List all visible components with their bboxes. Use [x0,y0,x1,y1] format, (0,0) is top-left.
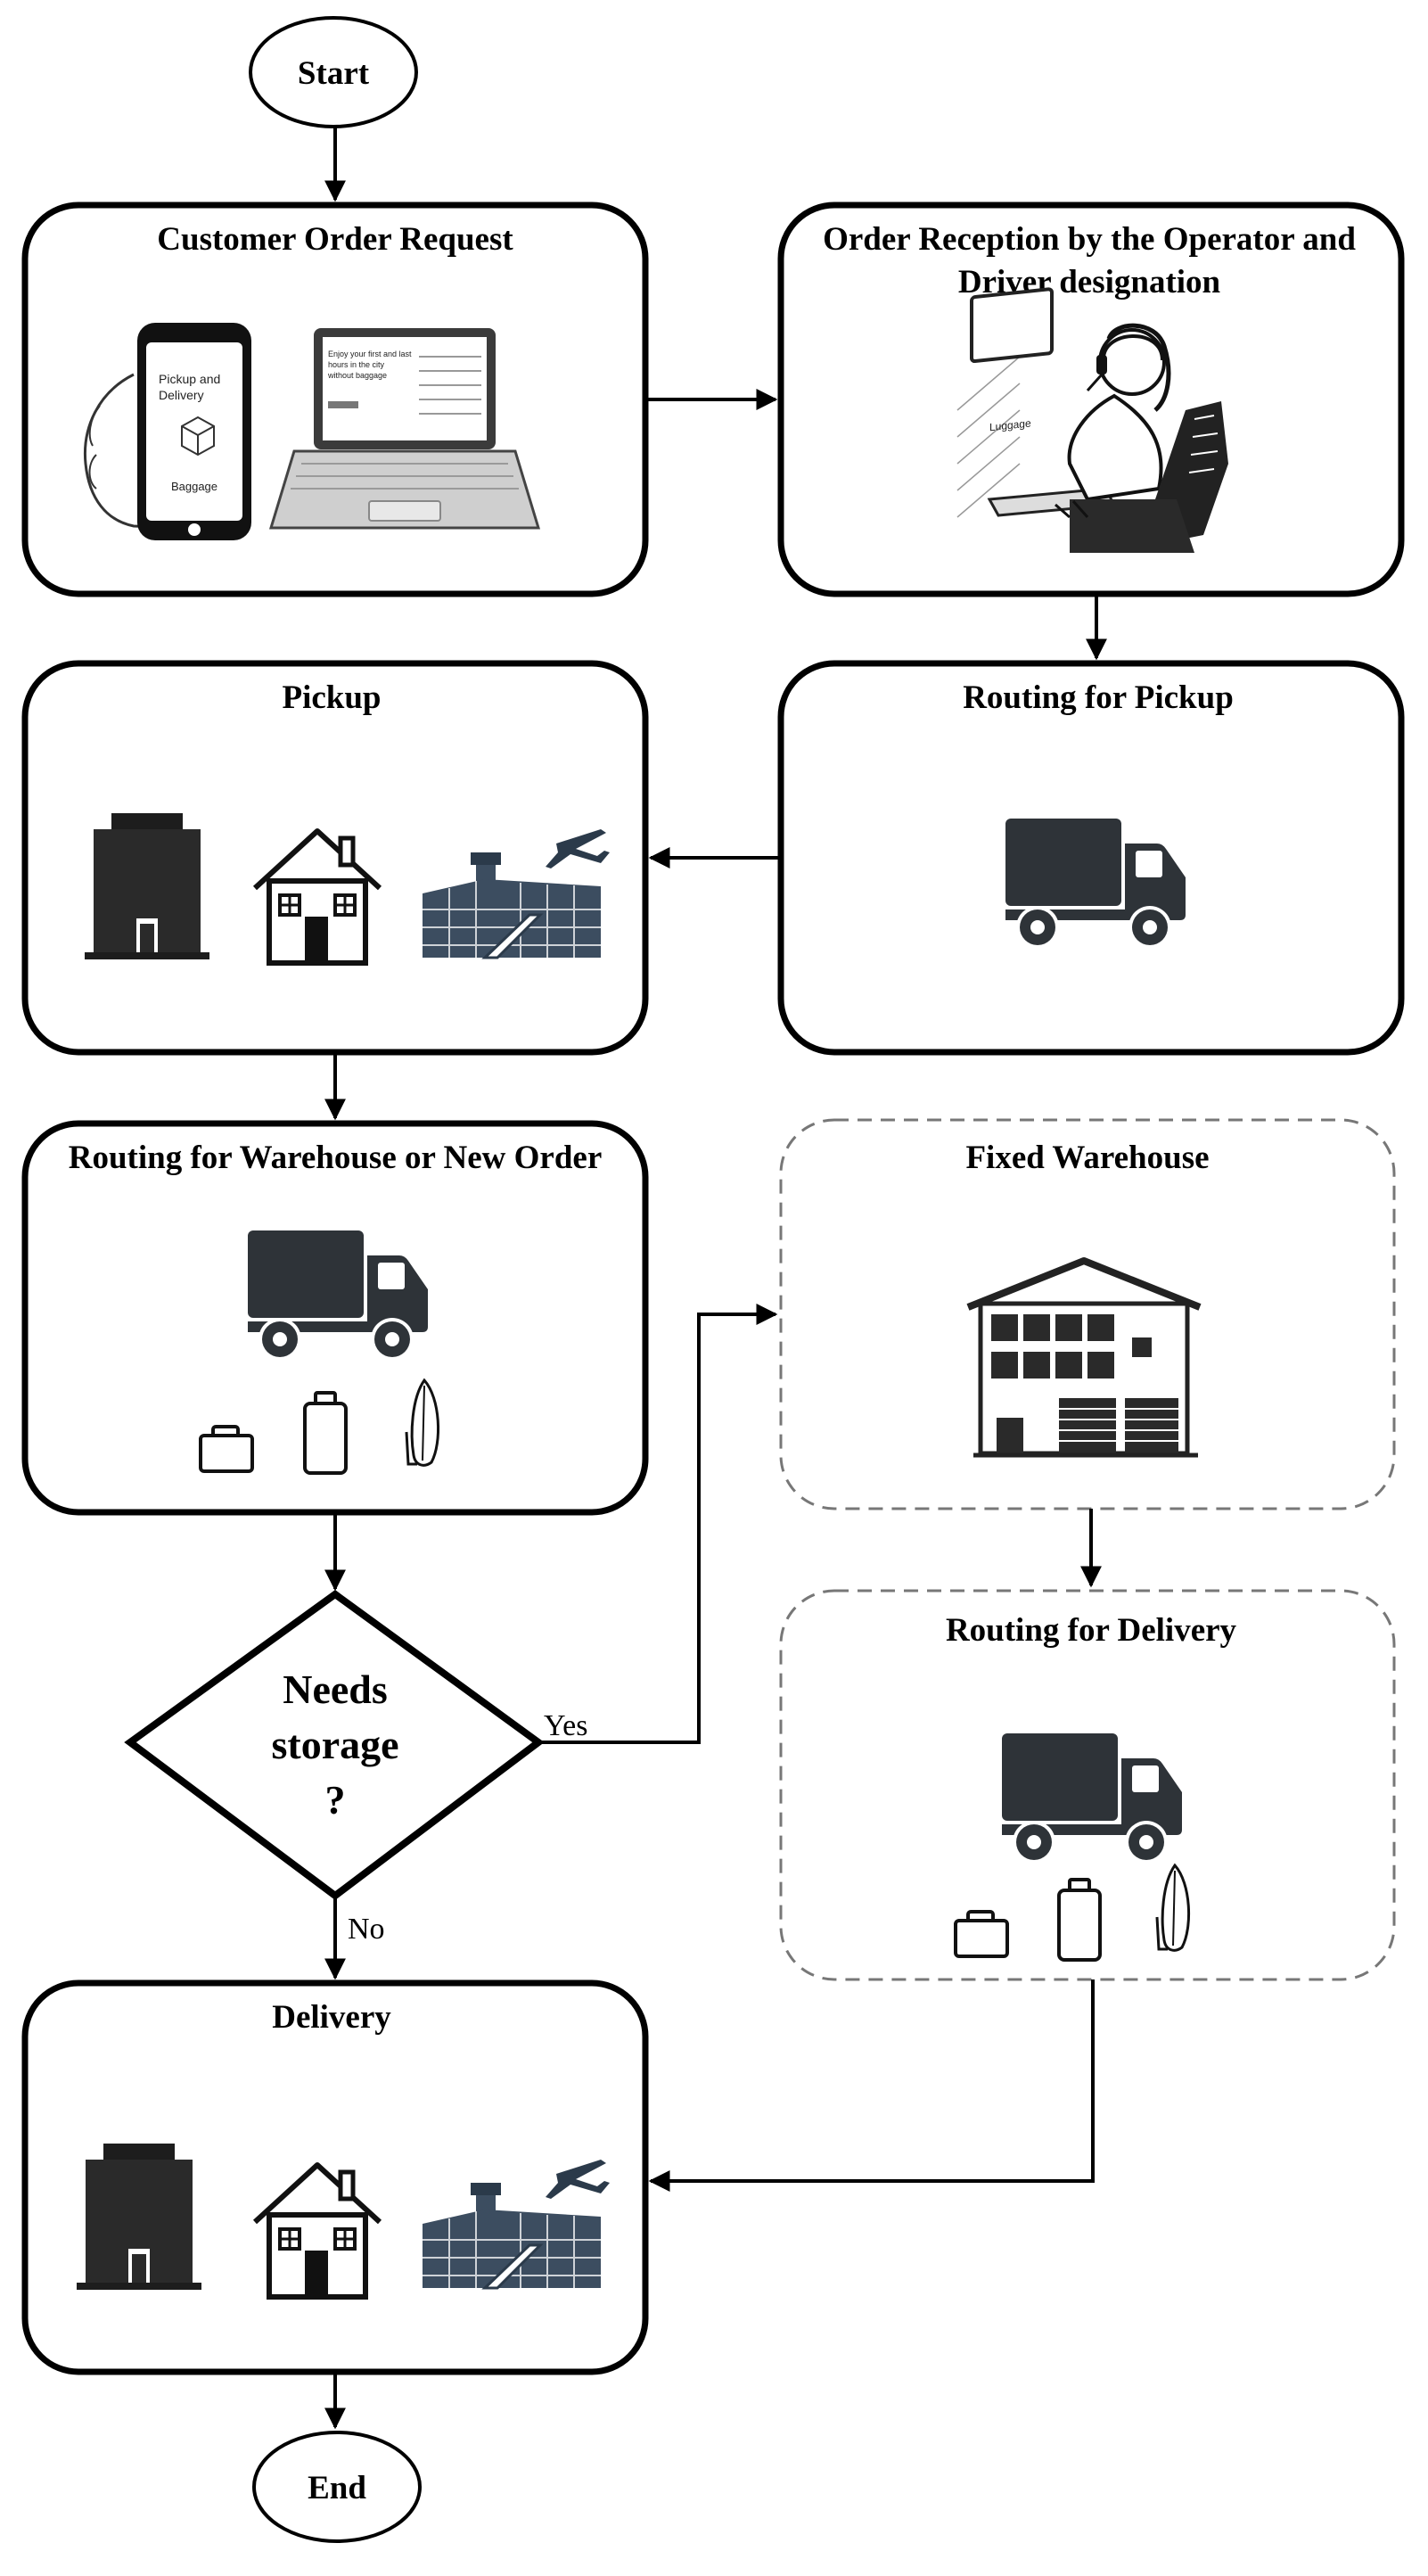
routing-pickup-box: Routing for Pickup [777,660,1405,1056]
decision-text-1: Needs [283,1667,388,1712]
start-label: Start [298,55,370,92]
end-label: End [308,2470,366,2506]
customer-order-box: Customer Order Request Pickup and Delive… [21,202,649,597]
yes-label: Yes [544,1709,587,1742]
suitcase-icon [303,1391,348,1475]
hotel-building-icon [85,813,209,959]
order-reception-title-1: Order Reception by the Operator and [823,221,1356,258]
customer-order-title: Customer Order Request [157,221,513,258]
decision-text-2: storage [271,1722,398,1767]
laptop-text-3: without baggage [327,371,387,380]
delivery-title: Delivery [272,1999,391,2036]
order-reception-box: Order Reception by the Operator and Driv… [777,202,1405,597]
routing-warehouse-title: Routing for Warehouse or New Order [69,1140,603,1176]
routing-pickup-title: Routing for Pickup [963,679,1234,716]
smartphone-icon: Pickup and Delivery Baggage [83,323,251,540]
fixed-warehouse-box: Fixed Warehouse [779,1118,1396,1510]
no-label: No [348,1913,385,1946]
laptop-text-2: hours in the city [328,360,385,369]
fixed-warehouse-title: Fixed Warehouse [965,1140,1209,1176]
phone-text-3: Baggage [171,480,217,493]
arrow-routing-delivery-to-delivery [648,1979,1095,2192]
routing-delivery-box: Routing for Delivery [779,1589,1396,1981]
hotel-building-icon [77,2144,201,2290]
call-center-operator-icon: Luggage [956,287,1228,553]
routing-delivery-title: Routing for Delivery [946,1612,1237,1649]
phone-text-1: Pickup and [159,372,220,386]
suitcase-icon [1057,1878,1102,1962]
decision-text-3: ? [325,1777,346,1823]
needs-storage-decision: Needs storage ? [124,1590,545,1901]
routing-warehouse-box: Routing for Warehouse or New Order [21,1120,649,1516]
laptop-text-1: Enjoy your first and last [328,350,412,358]
pickup-box: Pickup [21,660,649,1056]
start-terminal: Start [249,16,418,128]
end-terminal: End [252,2431,422,2543]
arrow-yes-to-fixed-warehouse [538,1304,778,1744]
monitor-text: Luggage [989,416,1031,433]
pickup-title: Pickup [282,679,381,716]
phone-text-2: Delivery [159,388,204,402]
warehouse-icon [966,1257,1202,1458]
laptop-icon: Enjoy your first and last hours in the c… [268,328,541,530]
delivery-box: Delivery [21,1979,649,2375]
